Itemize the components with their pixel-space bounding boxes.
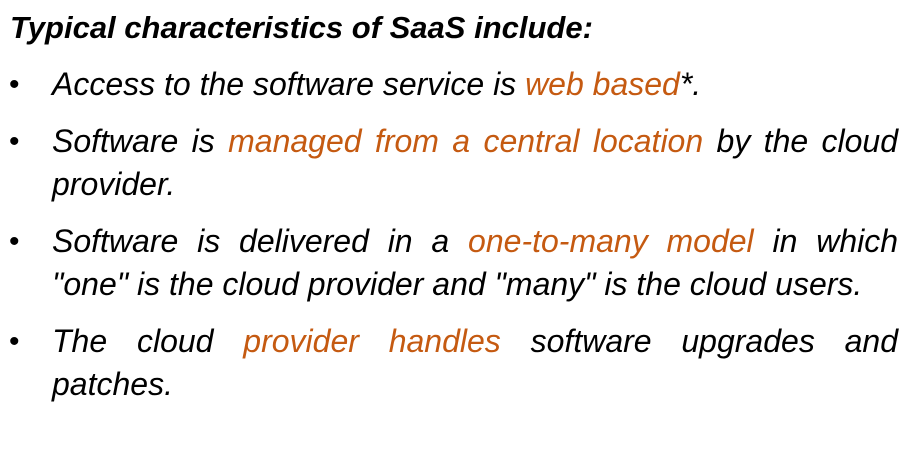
bullet-text: software upgrades and patches. xyxy=(52,323,899,402)
bullet-item-provider-handles: • The cloud provider handles software upg… xyxy=(0,320,917,406)
bullet-text: in which "one" is the cloud provider and… xyxy=(52,223,899,302)
highlighted-text: one-to-many model xyxy=(468,223,754,259)
bullet-item-central-management: • Software is managed from a central loca… xyxy=(0,120,917,206)
highlighted-text: provider handles xyxy=(243,323,501,359)
bullet-dot-icon: • xyxy=(9,68,20,101)
bullet-text: The cloud xyxy=(52,323,244,359)
bullet-dot-icon: • xyxy=(9,125,20,158)
highlighted-text: web based xyxy=(525,66,680,102)
bullet-item-web-based: • Access to the software service is web b… xyxy=(0,63,917,106)
bullet-text: by the cloud provider. xyxy=(52,123,899,202)
bullet-item-one-to-many: • Software is delivered in a one-to-many … xyxy=(0,220,917,306)
bullet-list: • Access to the software service is web b… xyxy=(0,63,917,406)
bullet-text: *. xyxy=(679,66,702,102)
bullet-dot-icon: • xyxy=(9,325,20,358)
highlighted-text: managed from a central location xyxy=(228,123,704,159)
bullet-text: Access to the software service is xyxy=(52,66,526,102)
bullet-text: Software is xyxy=(52,123,229,159)
slide-heading: Typical characteristics of SaaS include: xyxy=(10,10,593,45)
bullet-text: Software is delivered in a xyxy=(52,223,469,259)
bullet-dot-icon: • xyxy=(9,225,20,258)
